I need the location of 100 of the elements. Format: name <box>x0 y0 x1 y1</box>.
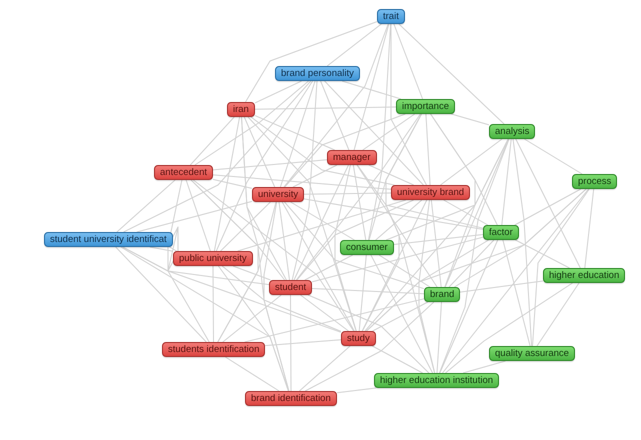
link-line <box>438 138 510 374</box>
link-line <box>370 254 434 374</box>
link-line <box>224 356 280 392</box>
link-line <box>115 246 207 342</box>
link-line <box>116 180 176 232</box>
link-line <box>222 294 282 342</box>
keyword-node: study <box>341 331 376 346</box>
link-line <box>220 202 271 252</box>
link-line <box>312 288 424 294</box>
link-line <box>378 254 430 288</box>
link-line <box>294 164 349 280</box>
keyword-node: student university identificat <box>44 232 173 247</box>
link-line <box>244 116 276 188</box>
keyword-node: importance <box>396 99 455 114</box>
link-line <box>450 114 490 126</box>
link-line <box>218 266 289 392</box>
link-line <box>393 24 424 100</box>
link-line <box>418 200 436 374</box>
link-line <box>425 114 431 186</box>
link-line <box>237 200 406 252</box>
link-line <box>336 388 376 394</box>
link-line <box>514 188 582 226</box>
link-line <box>362 200 428 332</box>
link-line <box>356 164 484 229</box>
link-line <box>364 138 509 332</box>
link-line <box>298 346 351 392</box>
link-line <box>368 164 414 186</box>
link-line <box>212 159 328 170</box>
link-line <box>290 294 292 392</box>
link-line <box>212 178 252 189</box>
link-line <box>512 138 532 346</box>
keyword-node: students identification <box>162 342 266 357</box>
link-line <box>462 360 506 374</box>
keyword-node: university brand <box>391 185 470 200</box>
link-line <box>368 24 392 240</box>
keyword-node: trait <box>377 9 405 24</box>
link-line <box>536 282 580 346</box>
link-line <box>304 254 354 280</box>
link-line <box>136 200 252 232</box>
keyword-node: brand personality <box>275 66 360 81</box>
keyword-node: higher education institution <box>374 373 500 388</box>
link-line <box>372 302 428 332</box>
link-line <box>300 294 349 332</box>
link-line <box>394 234 484 245</box>
link-line <box>168 180 210 342</box>
link-line <box>342 80 402 100</box>
link-line <box>222 266 342 332</box>
link-line <box>524 138 583 174</box>
link-line <box>190 116 235 166</box>
link-line <box>334 164 357 332</box>
link-line <box>442 188 589 374</box>
link-line <box>352 164 366 240</box>
link-line <box>390 24 427 186</box>
link-line <box>443 200 488 226</box>
link-line <box>304 192 392 195</box>
link-line <box>292 80 318 280</box>
link-line <box>515 240 570 268</box>
link-line <box>501 138 512 226</box>
link-line <box>292 164 338 188</box>
link-line <box>584 188 594 268</box>
link-line <box>212 174 392 190</box>
link-line <box>296 200 414 280</box>
link-line <box>502 240 531 346</box>
link-line <box>308 294 430 374</box>
link-line <box>122 246 342 333</box>
link-line <box>149 246 174 252</box>
link-line <box>284 202 424 290</box>
link-line <box>436 302 442 374</box>
link-line <box>186 180 211 252</box>
link-line <box>282 202 355 332</box>
link-line <box>284 114 406 188</box>
link-line <box>440 138 502 186</box>
link-line <box>324 80 424 186</box>
link-line <box>296 114 421 280</box>
link-line <box>192 180 354 332</box>
link-line <box>254 106 396 110</box>
link-line <box>214 116 240 252</box>
link-line <box>366 240 490 332</box>
link-line <box>430 200 442 288</box>
link-line <box>448 240 494 288</box>
link-line <box>362 114 416 150</box>
link-line <box>244 298 424 342</box>
link-line <box>232 266 271 280</box>
link-line <box>250 116 395 186</box>
link-line <box>445 282 573 374</box>
keyword-node: brand <box>424 287 460 302</box>
link-line <box>194 80 310 166</box>
link-line <box>304 198 484 230</box>
keyword-node: student <box>269 280 312 295</box>
link-line <box>356 164 438 288</box>
link-line <box>248 116 357 332</box>
link-line <box>386 114 436 374</box>
keyword-node: public university <box>173 251 253 266</box>
link-line <box>278 202 290 280</box>
keyword-node: university <box>252 187 304 202</box>
keyword-node: analysis <box>489 124 536 139</box>
keyword-node: factor <box>483 225 519 240</box>
link-line <box>123 80 312 232</box>
link-line <box>284 24 389 188</box>
link-line <box>372 346 424 374</box>
